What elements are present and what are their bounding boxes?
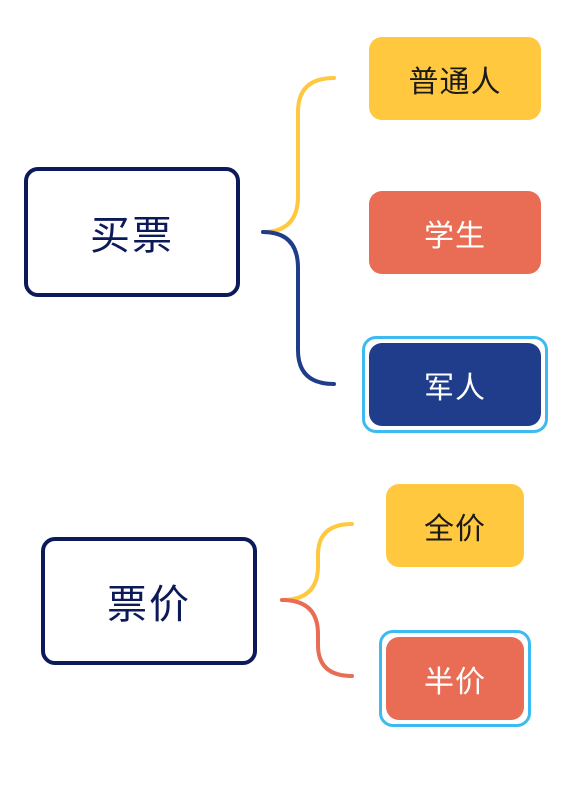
connector-root-to-leaf-5 — [280, 598, 354, 678]
leaf-node-half-price[interactable]: 半价 — [386, 637, 524, 720]
leaf-node-label: 半价 — [424, 664, 486, 700]
leaf-node-label: 学生 — [424, 218, 486, 254]
leaf-node-student[interactable]: 学生 — [369, 191, 541, 274]
root-node-label: 票价 — [107, 582, 191, 628]
connector-root-to-leaf-1 — [261, 76, 336, 234]
leaf-node-label: 军人 — [424, 370, 486, 406]
selection-frame — [379, 630, 531, 727]
root-node-buy-ticket[interactable]: 买票 — [24, 167, 240, 297]
root-node-ticket-price[interactable]: 票价 — [41, 537, 257, 665]
leaf-node-label: 全价 — [424, 511, 486, 547]
root-node-label: 买票 — [90, 213, 174, 259]
connector-root-to-leaf-4 — [280, 522, 354, 602]
leaf-node-label: 普通人 — [408, 64, 502, 100]
leaf-node-ordinary[interactable]: 普通人 — [369, 37, 541, 120]
leaf-node-soldier[interactable]: 军人 — [369, 343, 541, 426]
selection-frame — [362, 336, 548, 433]
leaf-node-full-price[interactable]: 全价 — [386, 484, 524, 567]
connector-root-to-leaf-3 — [261, 230, 336, 386]
